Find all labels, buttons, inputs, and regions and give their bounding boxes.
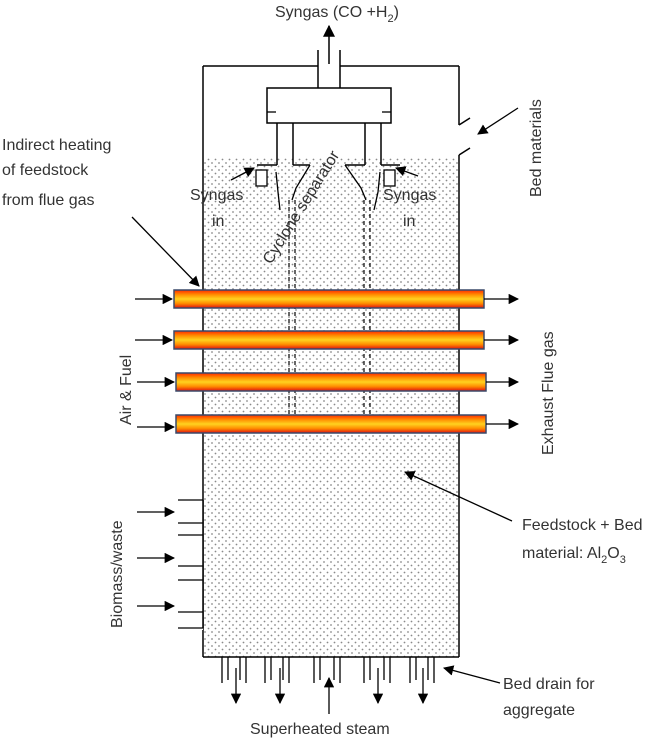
heat-exchanger-tubes bbox=[173, 289, 487, 434]
bed-drain-line2: aggregate bbox=[503, 702, 575, 719]
indirect-heating-line3: from flue gas bbox=[2, 192, 94, 209]
cyclone-separator bbox=[257, 87, 400, 420]
feedstock-line1: Feedstock + Bed bbox=[522, 517, 643, 534]
syngas-in-right-line1: Syngas bbox=[383, 187, 436, 204]
bed-materials-label: Bed materials bbox=[528, 99, 545, 197]
tube-1 bbox=[173, 289, 485, 309]
syngas-in-left-line1: Syngas bbox=[190, 187, 243, 204]
feedstock-line2: material: Al2O3 bbox=[522, 545, 626, 566]
bed-region bbox=[203, 157, 459, 657]
syngas-product-label: Syngas (CO +H2) bbox=[275, 4, 399, 25]
bottom-distributor bbox=[221, 657, 435, 714]
indirect-heating-arrow bbox=[131, 216, 200, 287]
indirect-heating-line1: Indirect heating bbox=[2, 137, 111, 154]
air-fuel-label: Air & Fuel bbox=[118, 355, 135, 425]
exhaust-flue-gas-label: Exhaust Flue gas bbox=[540, 331, 557, 455]
tube-2 bbox=[173, 330, 485, 350]
superheated-steam-label: Superheated steam bbox=[250, 721, 390, 738]
biomass-feed-ports bbox=[137, 499, 204, 630]
syngas-inlet-right-port bbox=[383, 169, 396, 187]
syngas-in-right-arrow bbox=[395, 166, 419, 177]
air-fuel-arrows bbox=[135, 293, 176, 433]
bed-materials-inlet bbox=[458, 107, 519, 156]
syngas-outlet bbox=[317, 24, 341, 88]
bed-drain-arrow bbox=[442, 665, 501, 684]
bed-drain-line1: Bed drain for bbox=[503, 676, 595, 693]
syngas-in-left-line2: in bbox=[212, 213, 224, 230]
biomass-waste-label: Biomass/waste bbox=[109, 520, 126, 628]
exhaust-arrows bbox=[484, 293, 520, 430]
syngas-in-right-line2: in bbox=[403, 213, 415, 230]
syngas-in-left-arrow bbox=[230, 167, 255, 181]
syngas-inlet-left-port bbox=[255, 169, 268, 187]
tube-3 bbox=[175, 372, 487, 392]
indirect-heating-line2: of feedstock bbox=[2, 162, 89, 179]
feedstock-arrow bbox=[404, 471, 513, 522]
tube-4 bbox=[175, 414, 487, 434]
